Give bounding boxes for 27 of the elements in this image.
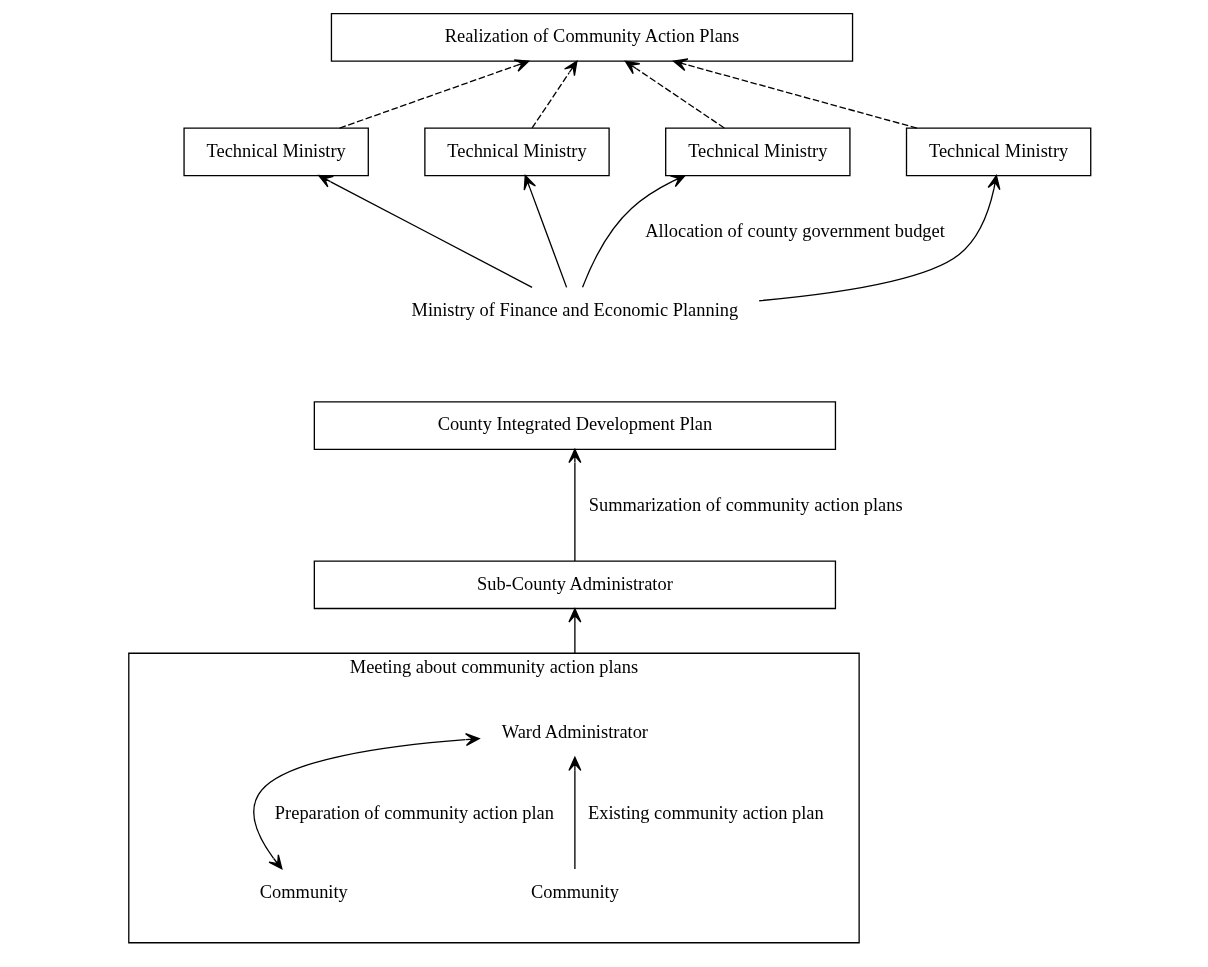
arrow <box>567 448 581 562</box>
arrow <box>252 732 480 870</box>
arrow <box>758 174 1000 302</box>
arrow <box>317 174 533 289</box>
node-box: Technical Ministry <box>182 127 369 177</box>
arrow <box>523 174 567 289</box>
arrow <box>624 60 725 129</box>
node-box: Technical Ministry <box>664 127 851 177</box>
arrow <box>567 756 581 870</box>
arrow <box>338 59 529 129</box>
node-text: Ward Administrator <box>501 722 648 743</box>
node-text: Ministry of Finance and Economic Planning <box>411 299 738 320</box>
edge-label: Summarization of community action plans <box>588 494 903 515</box>
node-box: County Integrated Development Plan <box>313 401 836 450</box>
arrow <box>672 58 917 129</box>
edge-label: Allocation of county government budget <box>644 221 945 242</box>
node-box: Sub-County Administrator <box>313 560 836 610</box>
arrow <box>531 60 577 129</box>
arrow <box>581 175 685 288</box>
edge-label: Preparation of community action plan <box>274 802 554 823</box>
node-box: Realization of Community Action Plans <box>330 13 853 62</box>
node-box: Technical Ministry <box>905 127 1091 177</box>
node-text: Community <box>259 881 348 902</box>
arrow <box>567 608 581 654</box>
node-text: Community <box>530 881 619 902</box>
edge-label: Existing community action plan <box>587 802 824 823</box>
node-box: Technical Ministry <box>423 127 610 177</box>
